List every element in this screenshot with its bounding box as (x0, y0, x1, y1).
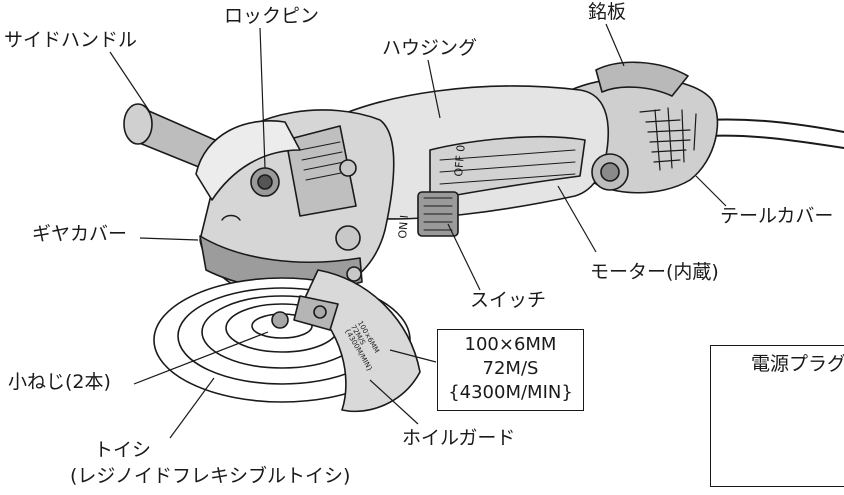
label-lock-pin: ロックピン (224, 5, 320, 27)
label-power-plug: 電源プラグ (751, 353, 844, 375)
label-wheel: トイシ (94, 439, 152, 461)
label-wheel-guard: ホイルガード (402, 427, 516, 449)
label-side-handle: サイドハンドル (4, 29, 138, 51)
label-switch: スイッチ (470, 289, 547, 311)
slide-switch (417, 191, 459, 237)
label-small-screws: 小ねじ(2本) (8, 371, 111, 393)
power-plug-inset: 電源プラグ (710, 345, 844, 487)
switch-off-marking: OFF 0 (452, 144, 468, 178)
power-cord (705, 118, 844, 133)
label-nameplate: 銘板 (588, 1, 627, 23)
motor-housing (329, 85, 610, 220)
spec-speed: 72M/S (482, 358, 539, 379)
label-wheel-type: (レジノイドフレキシブルトイシ) (70, 465, 351, 487)
label-motor: モーター(内蔵) (590, 261, 719, 283)
label-gear-cover: ギヤカバー (32, 223, 128, 245)
label-housing: ハウジング (382, 37, 478, 59)
switch-on-marking: ON I (396, 214, 412, 240)
spec-rpm: {4300M/MIN} (448, 382, 573, 403)
spec-box: 100×6MM 72M/S {4300M/MIN} (437, 329, 584, 411)
small-screw (313, 305, 327, 319)
small-screw (271, 311, 289, 329)
spec-dimensions: 100×6MM (464, 334, 557, 355)
gear-cover (195, 120, 301, 201)
label-tail-cover: テールカバー (720, 205, 834, 227)
lock-pin (250, 167, 280, 197)
